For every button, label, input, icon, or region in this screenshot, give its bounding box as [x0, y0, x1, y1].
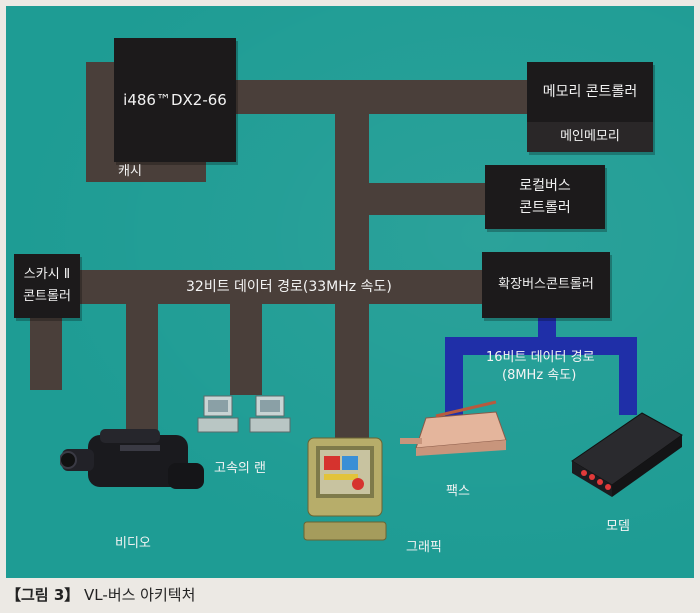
bus16-speed-label: (8MHz 속도)	[502, 368, 577, 383]
local-bus-controller-line1: 로컬버스	[519, 178, 571, 194]
figure-title: VL-버스 아키텍처	[84, 586, 196, 604]
bus16-left-drop	[445, 337, 463, 417]
video-label: 비디오	[115, 536, 151, 551]
main-memory-label: 메인메모리	[560, 129, 620, 144]
scsi-drop-bus	[30, 318, 62, 390]
scsi-controller-line1: 스카시 Ⅱ	[23, 267, 71, 282]
memory-controller-label: 메모리 콘트롤러	[542, 84, 638, 100]
local-bus-link	[365, 183, 487, 215]
local-bus-controller-box: 로컬버스 콘트롤러	[485, 165, 605, 229]
lan-label: 고속의 랜	[214, 461, 266, 476]
bus16-label: 16비트 데이터 경로	[486, 350, 595, 365]
fax-machine-icon	[400, 400, 507, 456]
main-memory-box: 메인메모리	[527, 122, 653, 152]
lan-drop-bus	[230, 300, 262, 395]
bus32-label: 32비트 데이터 경로(33MHz 속도)	[186, 279, 392, 295]
modem-icon	[571, 412, 683, 497]
video-drop-bus	[126, 300, 158, 440]
cache-bus-bottom	[86, 160, 206, 182]
local-bus-controller-line2: 콘트롤러	[519, 200, 571, 216]
data-bus-32	[60, 270, 485, 304]
scsi-controller-line2: 콘트롤러	[23, 289, 71, 304]
video-camera-icon	[60, 429, 204, 489]
expansion-bus-controller-box: 확장버스콘트롤러	[482, 252, 610, 318]
cpu-label: i486™DX2-66	[123, 91, 227, 109]
expansion-bus-controller-label: 확장버스콘트롤러	[498, 277, 594, 292]
bus16-right-drop	[619, 337, 637, 415]
cpu-box: i486™DX2-66	[114, 38, 236, 162]
figure-number: 【그림 3】	[6, 586, 80, 604]
scsi-controller-box: 스카시 Ⅱ 콘트롤러	[14, 254, 80, 318]
graphics-workstation-icon	[303, 437, 387, 541]
lan-computers-icon	[197, 395, 291, 433]
figure-caption: 【그림 3】 VL-버스 아키텍처	[6, 584, 195, 605]
cache-label: 캐시	[118, 164, 142, 179]
modem-label: 모뎀	[606, 519, 630, 534]
memory-controller-box: 메모리 콘트롤러	[527, 62, 653, 122]
bus16-horizontal	[445, 337, 637, 355]
cpu-memory-bus	[230, 80, 530, 114]
graphics-label: 그래픽	[406, 540, 442, 555]
fax-label: 팩스	[446, 484, 470, 499]
